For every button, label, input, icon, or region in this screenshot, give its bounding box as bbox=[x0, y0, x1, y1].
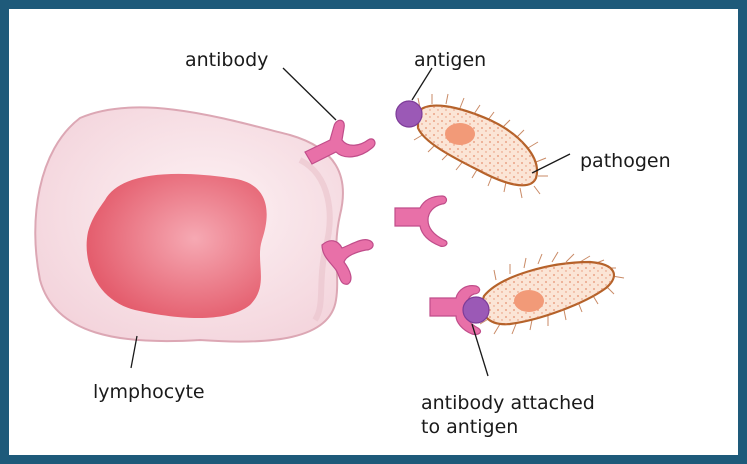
attached-label-line1: antibody attached bbox=[421, 391, 595, 415]
pathogen-bottom-nucleus bbox=[514, 290, 544, 312]
leader-lymphocyte bbox=[131, 336, 137, 368]
leader-pathogen bbox=[532, 154, 570, 173]
attached-label-line2: to antigen bbox=[421, 415, 518, 439]
antibody-label: antibody bbox=[185, 48, 268, 72]
pathogen-top bbox=[396, 94, 548, 198]
antigen-label: antigen bbox=[414, 48, 486, 72]
lymphocyte-nucleus bbox=[87, 174, 267, 318]
antigen-bottom bbox=[463, 297, 489, 323]
antigen-top bbox=[396, 101, 422, 127]
pathogen-label: pathogen bbox=[580, 149, 671, 173]
lymphocyte-cell bbox=[35, 107, 343, 341]
antibody-top bbox=[305, 120, 375, 164]
leader-antigen bbox=[412, 68, 432, 100]
antibody-attached bbox=[430, 286, 489, 335]
lymphocyte-label: lymphocyte bbox=[93, 380, 205, 404]
pathogen-bottom bbox=[480, 252, 624, 334]
leader-antibody bbox=[283, 68, 336, 120]
pathogen-top-nucleus bbox=[445, 123, 475, 145]
antibody-free bbox=[395, 196, 447, 246]
